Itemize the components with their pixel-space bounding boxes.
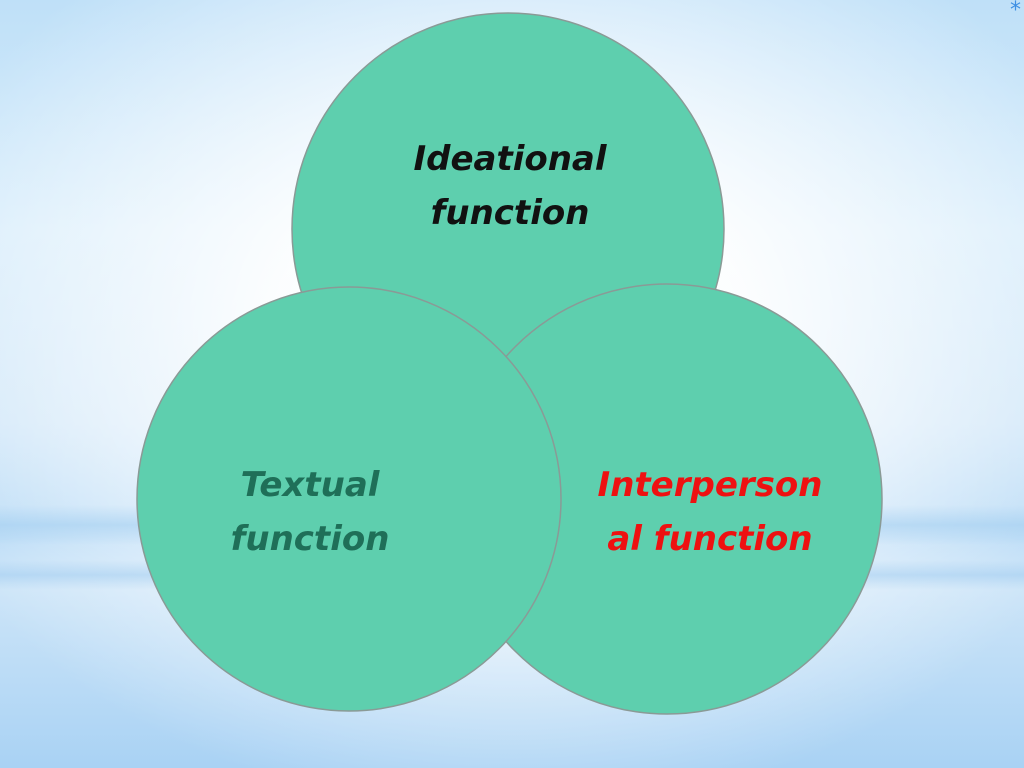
- textual-label-line-2: function: [230, 519, 390, 559]
- textual-function-label: Textual function: [190, 458, 430, 566]
- interpersonal-label-line-2: al function: [607, 519, 813, 559]
- ideational-label-line-1: Ideational: [413, 139, 607, 179]
- interpersonal-function-label: Interperson al function: [580, 458, 840, 566]
- corner-star-icon: *: [1010, 0, 1021, 23]
- ideational-label-line-2: function: [430, 193, 590, 233]
- interpersonal-label-line-1: Interperson: [597, 465, 823, 505]
- textual-circle: [136, 286, 562, 712]
- ideational-function-label: Ideational function: [380, 132, 640, 240]
- textual-label-line-1: Textual: [240, 465, 380, 505]
